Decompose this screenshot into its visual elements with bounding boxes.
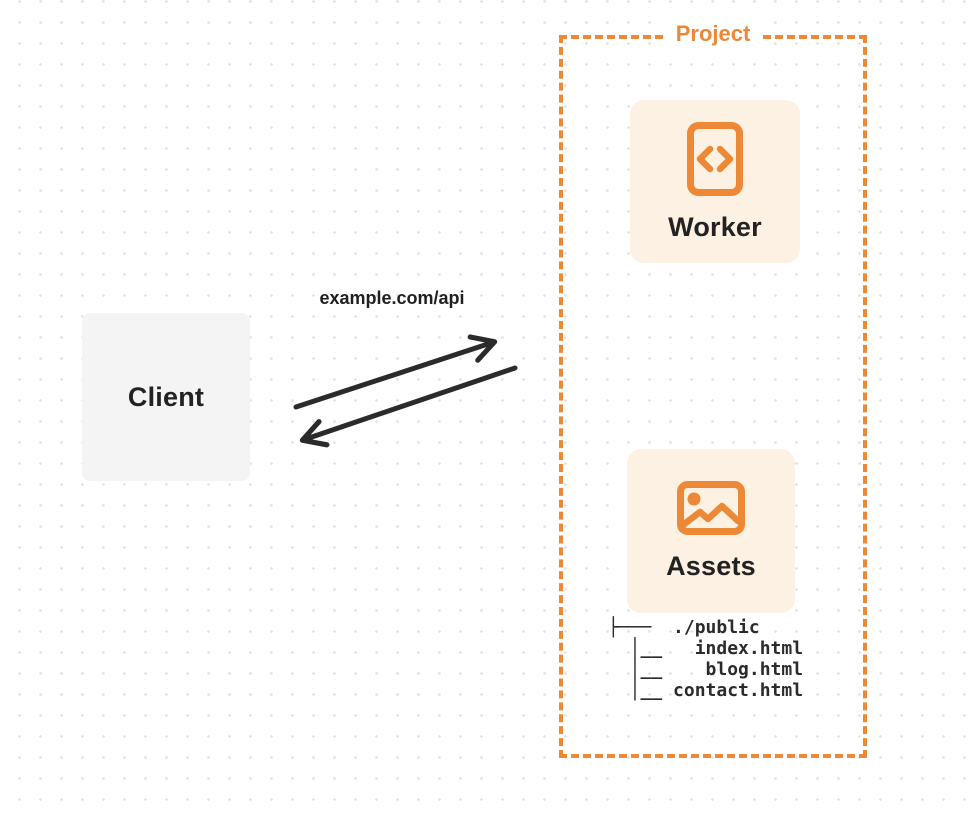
client-node: Client — [82, 313, 250, 481]
project-label: Project — [665, 21, 761, 47]
image-icon — [677, 481, 745, 535]
assets-label: Assets — [666, 551, 756, 581]
client-label: Client — [127, 381, 205, 412]
file-tree-root: ├─── ./public — [608, 617, 760, 638]
worker-label: Worker — [668, 211, 762, 242]
project-boundary: Project Worker Assets ├─── ./public │__ … — [559, 21, 867, 758]
code-document-icon — [687, 121, 743, 196]
file-tree-item-index: │__ index.html — [608, 638, 804, 659]
worker-node: Worker — [630, 100, 800, 263]
request-arrow — [293, 334, 498, 410]
response-arrow — [299, 365, 518, 448]
file-tree-item-contact: │__ contact.html — [608, 680, 804, 701]
assets-file-tree: ├─── ./public │__ index.html │__ blog.ht… — [608, 617, 803, 701]
file-tree-item-blog: │__ blog.html — [608, 659, 804, 680]
request-url-label: example.com/api — [319, 288, 465, 308]
assets-node: Assets — [627, 449, 795, 613]
